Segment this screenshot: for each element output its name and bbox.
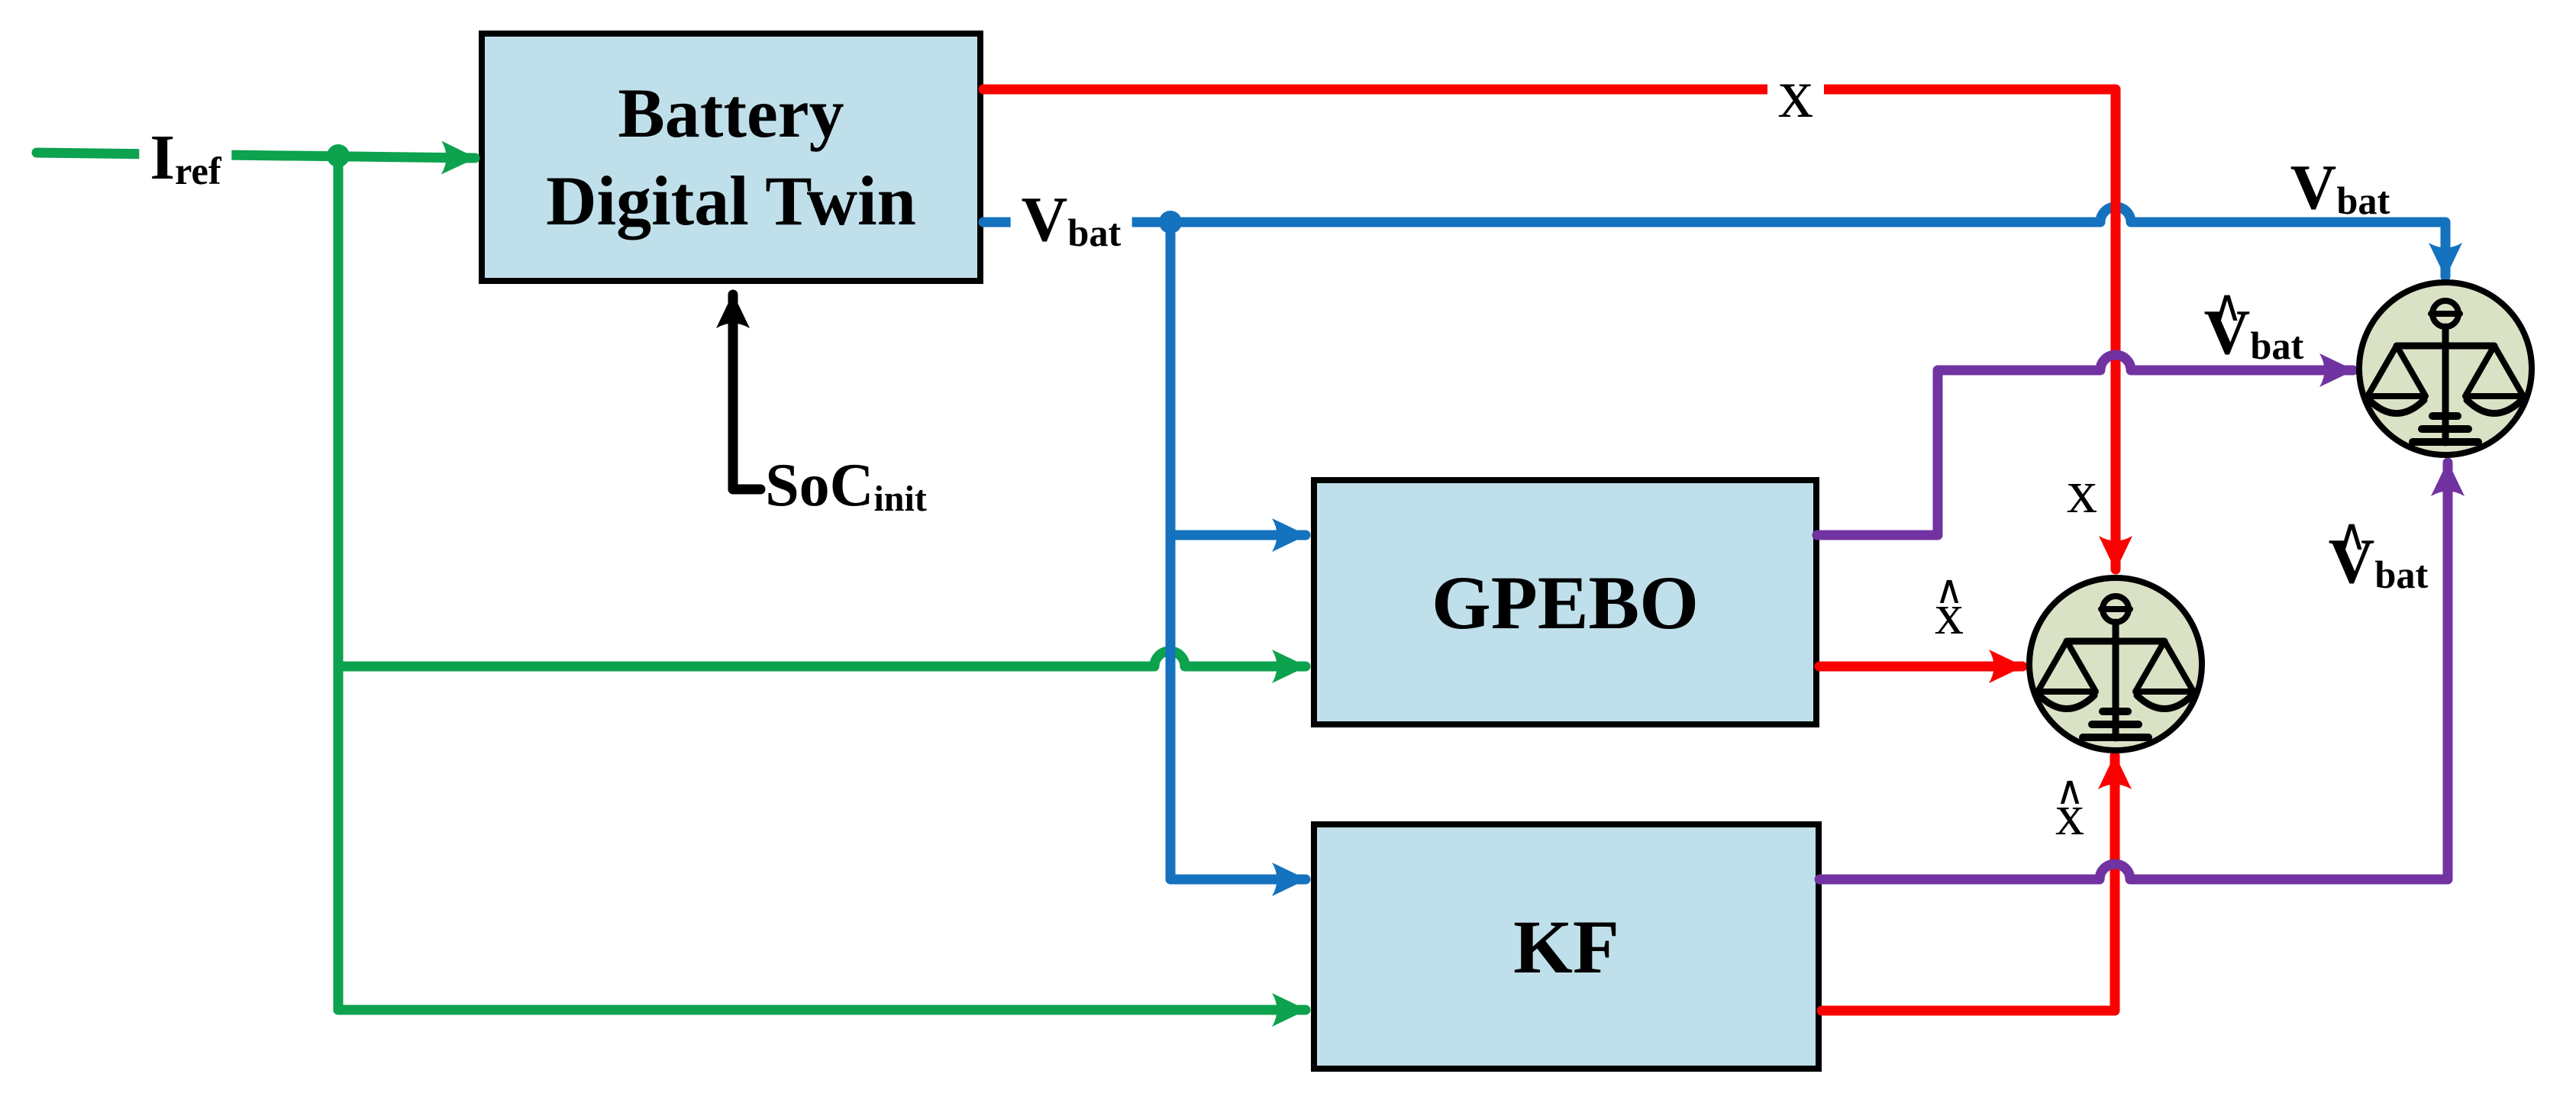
label-vbat-battery-output: Vbat <box>1010 185 1132 254</box>
wire-x-est-kf-to-comparator-middle <box>1816 750 2132 1016</box>
label-x-true-top: x <box>1767 56 1824 130</box>
label-x-true-middle: x <box>2067 459 2097 526</box>
wire-vbat-trunk-to-kf <box>1165 217 1311 896</box>
label-vbat-estimate-kf: ∧Vbat <box>2328 511 2429 597</box>
block-title: KF <box>1513 904 1619 989</box>
block-title: Battery Digital Twin <box>546 74 916 240</box>
block-kf: KF <box>1311 821 1822 1072</box>
block-title: GPEBO <box>1431 560 1700 645</box>
wire-vbat-to-comparator-top <box>978 202 2462 282</box>
label-x-estimate-gpebo: ∧x <box>1935 568 1964 647</box>
label-iref: Iref <box>139 124 232 192</box>
wire-soc-init-to-battery <box>716 289 766 495</box>
label-soc-init: SoCinit <box>765 452 927 520</box>
balance-scale-icon <box>2359 282 2532 455</box>
wire-x-true-to-comparator-middle <box>978 84 2132 575</box>
block-gpebo: GPEBO <box>1311 477 1819 727</box>
label-x-estimate-kf: ∧x <box>2055 769 2084 847</box>
label-vbat-estimate-gpebo: ∧Vbat <box>2203 282 2304 368</box>
hat-accent: ∧ <box>2336 511 2368 560</box>
hat-accent: ∧ <box>1935 568 1964 612</box>
hat-accent: ∧ <box>2055 769 2084 813</box>
hat-accent: ∧ <box>2211 282 2243 331</box>
junction-dot-vbat <box>1159 211 1182 234</box>
wire-iref-to-gpebo <box>333 646 1311 683</box>
junction-dot-iref <box>327 144 350 167</box>
label-vbat-measured: Vbat <box>2290 151 2390 223</box>
wire-iref-to-battery <box>31 140 480 175</box>
wire-vbat-est-kf-to-comparator-top <box>1814 457 2465 885</box>
block-battery-digital-twin: Battery Digital Twin <box>479 31 983 284</box>
balance-scale-icon <box>2029 578 2202 750</box>
wire-vbat-est-gpebo-to-comparator-top <box>1812 350 2358 540</box>
